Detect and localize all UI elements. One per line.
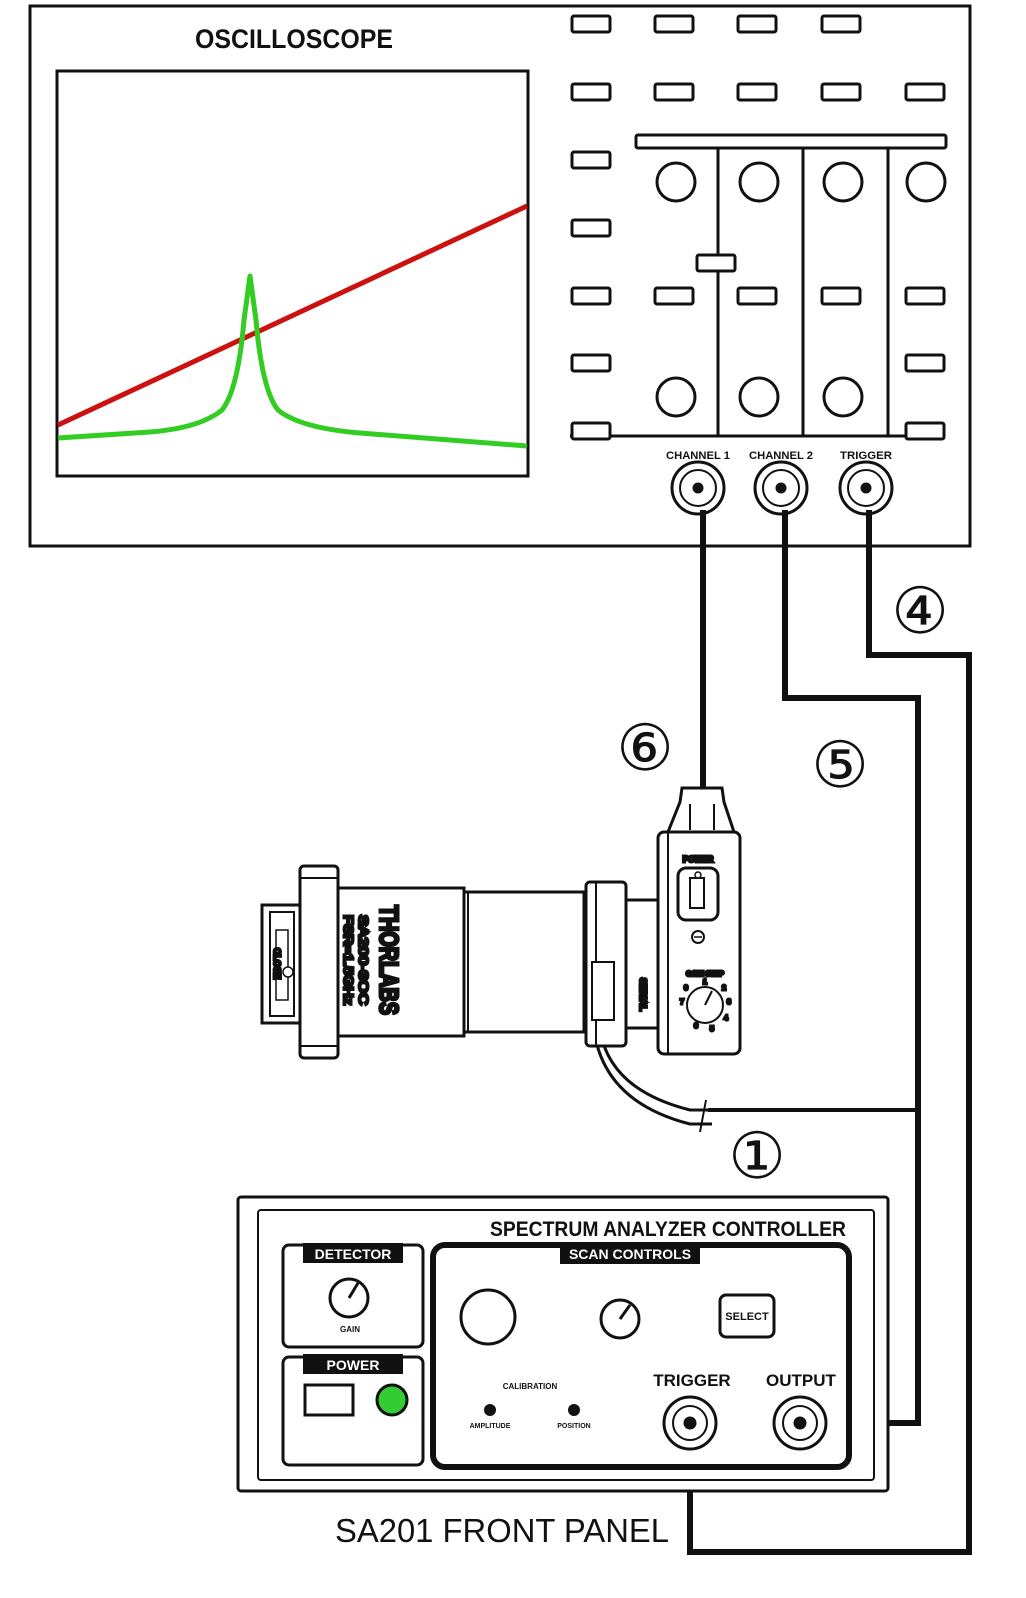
- gain-num-4: 4: [724, 1015, 728, 1022]
- position-label: POSITION: [557, 1423, 590, 1430]
- scan-offset-knob[interactable]: [459, 1288, 517, 1346]
- panel-button[interactable]: [653, 82, 695, 102]
- cable-label-4: ④: [891, 575, 948, 647]
- position-trim[interactable]: [568, 1404, 580, 1416]
- scanning-interferometer: CLOSE THORLABS SA200-3OC FSR=1.5GHz SERI…: [260, 786, 742, 1133]
- oscilloscope-title: OSCILLOSCOPE: [195, 24, 393, 54]
- calibration-label: CALIBRATION: [503, 1382, 558, 1391]
- end-cap-close-label: CLOSE: [272, 948, 282, 979]
- scan-controls-title: SCAN CONTROLS: [569, 1246, 691, 1262]
- detector-power-label: POWER: [683, 855, 713, 864]
- panel-button[interactable]: [570, 82, 612, 102]
- channel-bar: [634, 133, 948, 150]
- panel-knob[interactable]: [905, 161, 947, 203]
- power-led: [375, 1383, 409, 1417]
- panel-button[interactable]: [904, 286, 946, 306]
- panel-button[interactable]: [570, 14, 612, 34]
- mounting-flange: [298, 864, 340, 1060]
- panel-button[interactable]: [820, 286, 862, 306]
- detector-side-label: SERIAL: [638, 978, 648, 1012]
- panel-knob[interactable]: [655, 161, 697, 203]
- scope-trigger-bnc-connector[interactable]: [838, 460, 894, 516]
- detector-title: DETECTOR: [315, 1246, 392, 1262]
- panel-button[interactable]: [653, 286, 695, 306]
- panel-button[interactable]: [570, 286, 612, 306]
- select-label: SELECT: [725, 1311, 769, 1323]
- controller-output-label: OUTPUT: [766, 1371, 837, 1390]
- controller-trigger-bnc[interactable]: [662, 1395, 718, 1451]
- panel-knob[interactable]: [655, 376, 697, 418]
- oscilloscope: OSCILLOSCOPE: [28, 4, 972, 548]
- scope-trigger-label: TRIGGER: [840, 450, 892, 462]
- oscilloscope-screen: [55, 69, 530, 478]
- controller-output-bnc[interactable]: [772, 1395, 828, 1451]
- power-switch[interactable]: [303, 1383, 355, 1417]
- channel-2-bnc-connector[interactable]: [753, 460, 809, 516]
- panel-button[interactable]: [653, 14, 695, 34]
- model-label: SA200-3OC: [356, 915, 371, 1005]
- gain-num-0: 0: [684, 985, 688, 992]
- detector-connector: [665, 786, 737, 834]
- brand-label: THORLABS: [374, 905, 404, 1015]
- panel-button[interactable]: [736, 82, 778, 102]
- gain-step-label: GAIN STEP: [686, 971, 724, 978]
- panel-button[interactable]: [570, 150, 612, 170]
- tapered-barrel: [462, 890, 586, 1034]
- power-title: POWER: [327, 1357, 380, 1373]
- panel-button[interactable]: [904, 82, 946, 102]
- gain-num-5: 5: [710, 1026, 714, 1033]
- channel-2-label: CHANNEL 2: [749, 450, 813, 462]
- panel-knob[interactable]: [822, 376, 864, 418]
- panel-button[interactable]: [570, 353, 612, 373]
- panel-knob[interactable]: [822, 161, 864, 203]
- panel-button[interactable]: [570, 421, 612, 441]
- cable-label-1: ①: [728, 1120, 785, 1192]
- spectrum-analyzer-controller: SPECTRUM ANALYZER CONTROLLER DETECTOR GA…: [236, 1195, 890, 1493]
- panel-button[interactable]: [820, 14, 862, 34]
- front-panel-controls: [570, 14, 948, 441]
- gain-num-2: 2: [722, 985, 726, 992]
- front-panel-caption: SA201 FRONT PANEL: [335, 1512, 669, 1549]
- ramp-trace: [56, 203, 529, 428]
- panel-knob[interactable]: [738, 376, 780, 418]
- detector-gain-label: GAIN: [340, 1325, 360, 1334]
- select-button[interactable]: [718, 1293, 776, 1339]
- cavity-barrel: [336, 886, 466, 1038]
- cable-4-trigger-to-scope-trigger: [687, 510, 972, 1555]
- controller-title: SPECTRUM ANALYZER CONTROLLER: [490, 1218, 846, 1241]
- channel-1-bnc-connector[interactable]: [670, 460, 726, 516]
- controller-trigger-label: TRIGGER: [653, 1371, 730, 1390]
- channel-1-label: CHANNEL 1: [666, 450, 730, 462]
- gain-num-6: 6: [694, 1023, 698, 1030]
- cable-label-6: ⑥: [616, 712, 673, 784]
- panel-button[interactable]: [736, 286, 778, 306]
- gain-num-1: 1: [703, 979, 707, 986]
- slider-handle[interactable]: [695, 253, 737, 273]
- panel-button[interactable]: [904, 353, 946, 373]
- panel-button[interactable]: [570, 218, 612, 238]
- gain-num-3: 3: [727, 999, 731, 1006]
- amplitude-label: AMPLITUDE: [470, 1423, 511, 1430]
- amplitude-trim[interactable]: [484, 1404, 496, 1416]
- panel-button[interactable]: [904, 421, 946, 441]
- panel-button[interactable]: [820, 82, 862, 102]
- resonance-peak-trace: [57, 273, 528, 449]
- fsr-label: FSR=1.5GHz: [341, 915, 356, 1005]
- panel-knob[interactable]: [738, 161, 780, 203]
- panel-button[interactable]: [736, 14, 778, 34]
- cable-label-5: ⑤: [811, 729, 868, 801]
- gain-num-7: 7: [680, 999, 684, 1006]
